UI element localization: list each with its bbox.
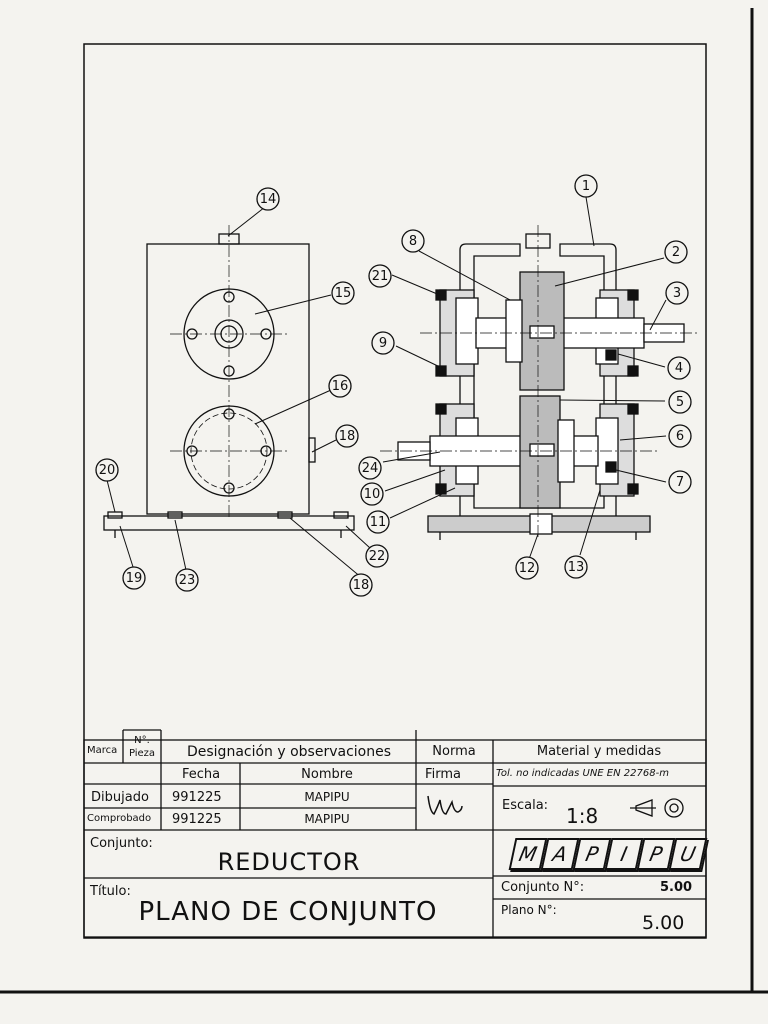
- label-firma: Firma: [425, 767, 461, 782]
- header-marca: Marca: [87, 745, 118, 756]
- label-nombre: Nombre: [301, 767, 353, 782]
- label-escala: Escala:: [502, 798, 549, 813]
- tolerance-note: Tol. no indicadas UNE EN 22768-m: [496, 768, 669, 779]
- callout-8: 8: [408, 234, 418, 249]
- callout-5: 5: [675, 395, 685, 410]
- label-titulo: Título:: [90, 884, 131, 899]
- leader-lines: [106, 196, 667, 579]
- callout-24: 24: [361, 461, 379, 476]
- label-conjunto-no: Conjunto N°:: [501, 880, 585, 895]
- callout-11: 11: [369, 515, 387, 530]
- header-designacion: Designación y observaciones: [186, 744, 392, 760]
- callout-1: 1: [581, 179, 591, 194]
- header-pieza-bottom: Pieza: [128, 748, 156, 759]
- callout-19: 19: [125, 571, 143, 586]
- conjunto-value: REDUCTOR: [217, 848, 361, 876]
- drawing-frame: [83, 43, 707, 939]
- header-material: Material y medidas: [536, 744, 662, 759]
- callout-9: 9: [378, 336, 388, 351]
- header-pieza-top: N°.: [134, 735, 150, 746]
- titulo-value: PLANO DE CONJUNTO: [138, 897, 438, 927]
- callout-23: 23: [178, 573, 196, 588]
- plano-no-value: 5.00: [642, 912, 685, 934]
- label-fecha: Fecha: [181, 767, 221, 782]
- dibujado-fecha: 991225: [172, 790, 222, 805]
- callout-18-side: 18: [338, 429, 356, 444]
- header-norma: Norma: [432, 744, 476, 759]
- callout-12: 12: [518, 561, 536, 576]
- logo-letter-6: U: [668, 838, 708, 870]
- label-dibujado: Dibujado: [91, 790, 149, 805]
- callout-circles: [95, 174, 692, 597]
- label-comprobado: Comprobado: [87, 813, 152, 824]
- signature-mark: [427, 795, 463, 816]
- callout-22: 22: [368, 549, 386, 564]
- callout-16: 16: [331, 379, 349, 394]
- conjunto-no-value: 5.00: [660, 880, 693, 895]
- callout-4: 4: [674, 361, 684, 376]
- callout-21: 21: [371, 269, 389, 284]
- callout-20: 20: [98, 463, 116, 478]
- callout-18-base: 18: [352, 578, 370, 593]
- comprobado-nombre: MAPIPU: [304, 812, 350, 826]
- comprobado-fecha: 991225: [172, 812, 222, 827]
- callout-13: 13: [567, 560, 585, 575]
- dibujado-nombre: MAPIPU: [304, 790, 350, 804]
- callout-3: 3: [672, 286, 682, 301]
- callout-10: 10: [363, 487, 381, 502]
- callout-6: 6: [675, 429, 685, 444]
- label-plano-no: Plano N°:: [501, 903, 557, 917]
- callout-7: 7: [675, 475, 685, 490]
- projection-symbol-icon: [630, 798, 684, 818]
- escala-value: 1:8: [566, 804, 599, 828]
- side-view-base-plate: [103, 515, 355, 531]
- callout-2: 2: [671, 245, 681, 260]
- callout-14: 14: [259, 192, 277, 207]
- label-conjunto: Conjunto:: [90, 836, 153, 851]
- callout-15: 15: [334, 286, 352, 301]
